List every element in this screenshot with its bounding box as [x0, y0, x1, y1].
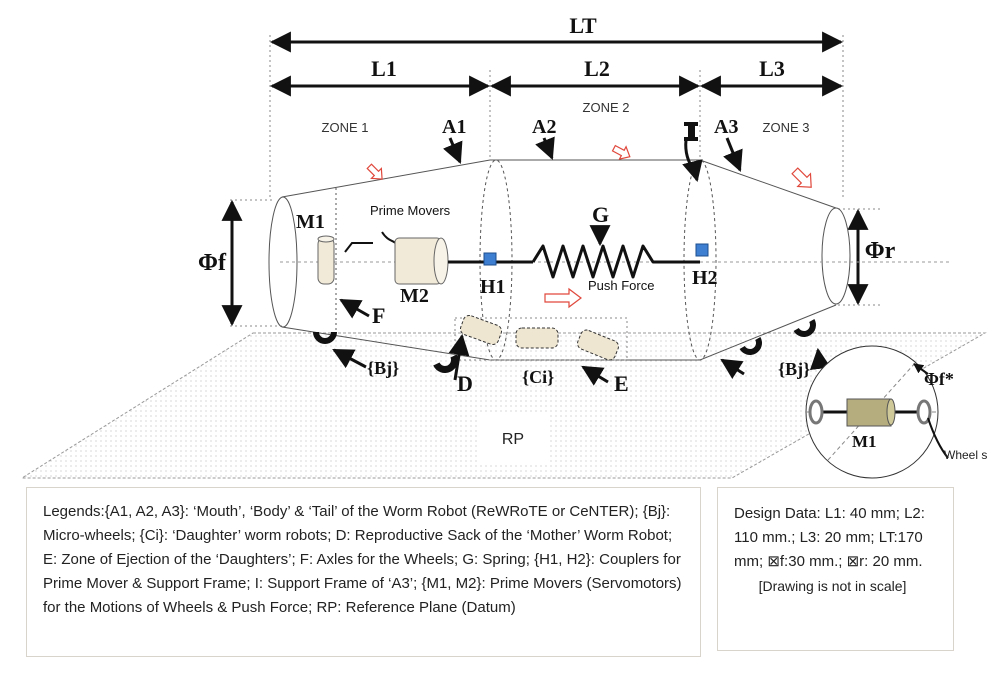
design-data-note: [Drawing is not in scale] [758, 578, 907, 594]
dimension-phi-r-label: Φr [865, 238, 896, 264]
zone-3-label: ZONE 3 [763, 120, 810, 135]
label-push-force: Push Force [588, 278, 654, 293]
coupler-h1 [483, 252, 497, 266]
label-prime-movers: Prime Movers [370, 203, 451, 218]
label-phi-f-star: Φf* [924, 369, 954, 389]
dimension-l1-label: L1 [371, 56, 397, 81]
phi-f-star-pointer [913, 363, 929, 375]
label-a3: A3 [714, 116, 738, 138]
design-data-text: Design Data: L1: 40 mm; L2: 110 mm.; L3:… [734, 505, 925, 570]
label-ci: {Ci} [522, 367, 554, 387]
legend-box: Legends:{A1, A2, A3}: ‘Mouth’, ‘Body’ & … [26, 487, 701, 657]
label-h1: H1 [480, 276, 506, 298]
spring-g [531, 244, 700, 279]
label-inset-m1: M1 [852, 432, 877, 451]
micro-wheels [313, 319, 816, 373]
label-bj-right: {Bj} [778, 359, 810, 379]
label-m2: M2 [400, 285, 429, 307]
label-h2: H2 [692, 267, 718, 289]
robot-body [268, 159, 950, 361]
label-f: F [372, 303, 385, 328]
design-data-box: Design Data: L1: 40 mm; L2: 110 mm.; L3:… [717, 487, 954, 651]
dimension-lt-label: LT [569, 13, 597, 38]
zone-1-label: ZONE 1 [322, 120, 369, 135]
label-m1: M1 [296, 211, 325, 233]
daughter-robots [459, 314, 619, 361]
flow-arrows [366, 144, 812, 309]
label-d: D [457, 371, 473, 396]
dimension-phi-f-label: Φf [198, 250, 227, 276]
dimension-l2-label: L2 [584, 56, 610, 81]
label-g: G [592, 202, 609, 227]
dimension-l3-label: L3 [759, 56, 785, 81]
reference-plane [20, 332, 987, 479]
label-wheels: Wheel s [944, 448, 987, 462]
coupler-h2 [695, 243, 709, 257]
label-a1: A1 [442, 116, 466, 138]
motor-m1 [317, 235, 335, 285]
wheel-inset [805, 345, 949, 479]
support-frame-i [684, 122, 698, 141]
label-a2: A2 [532, 116, 556, 138]
label-e: E [614, 371, 629, 396]
rp-label: RP [502, 431, 524, 448]
zone-2-label: ZONE 2 [583, 100, 630, 115]
label-bj-left: {Bj} [367, 358, 399, 378]
legend-text: Legends:{A1, A2, A3}: ‘Mouth’, ‘Body’ & … [43, 503, 682, 616]
motor-m2 [394, 237, 449, 285]
part-pointers [332, 136, 831, 386]
rp-label-box [478, 412, 548, 462]
